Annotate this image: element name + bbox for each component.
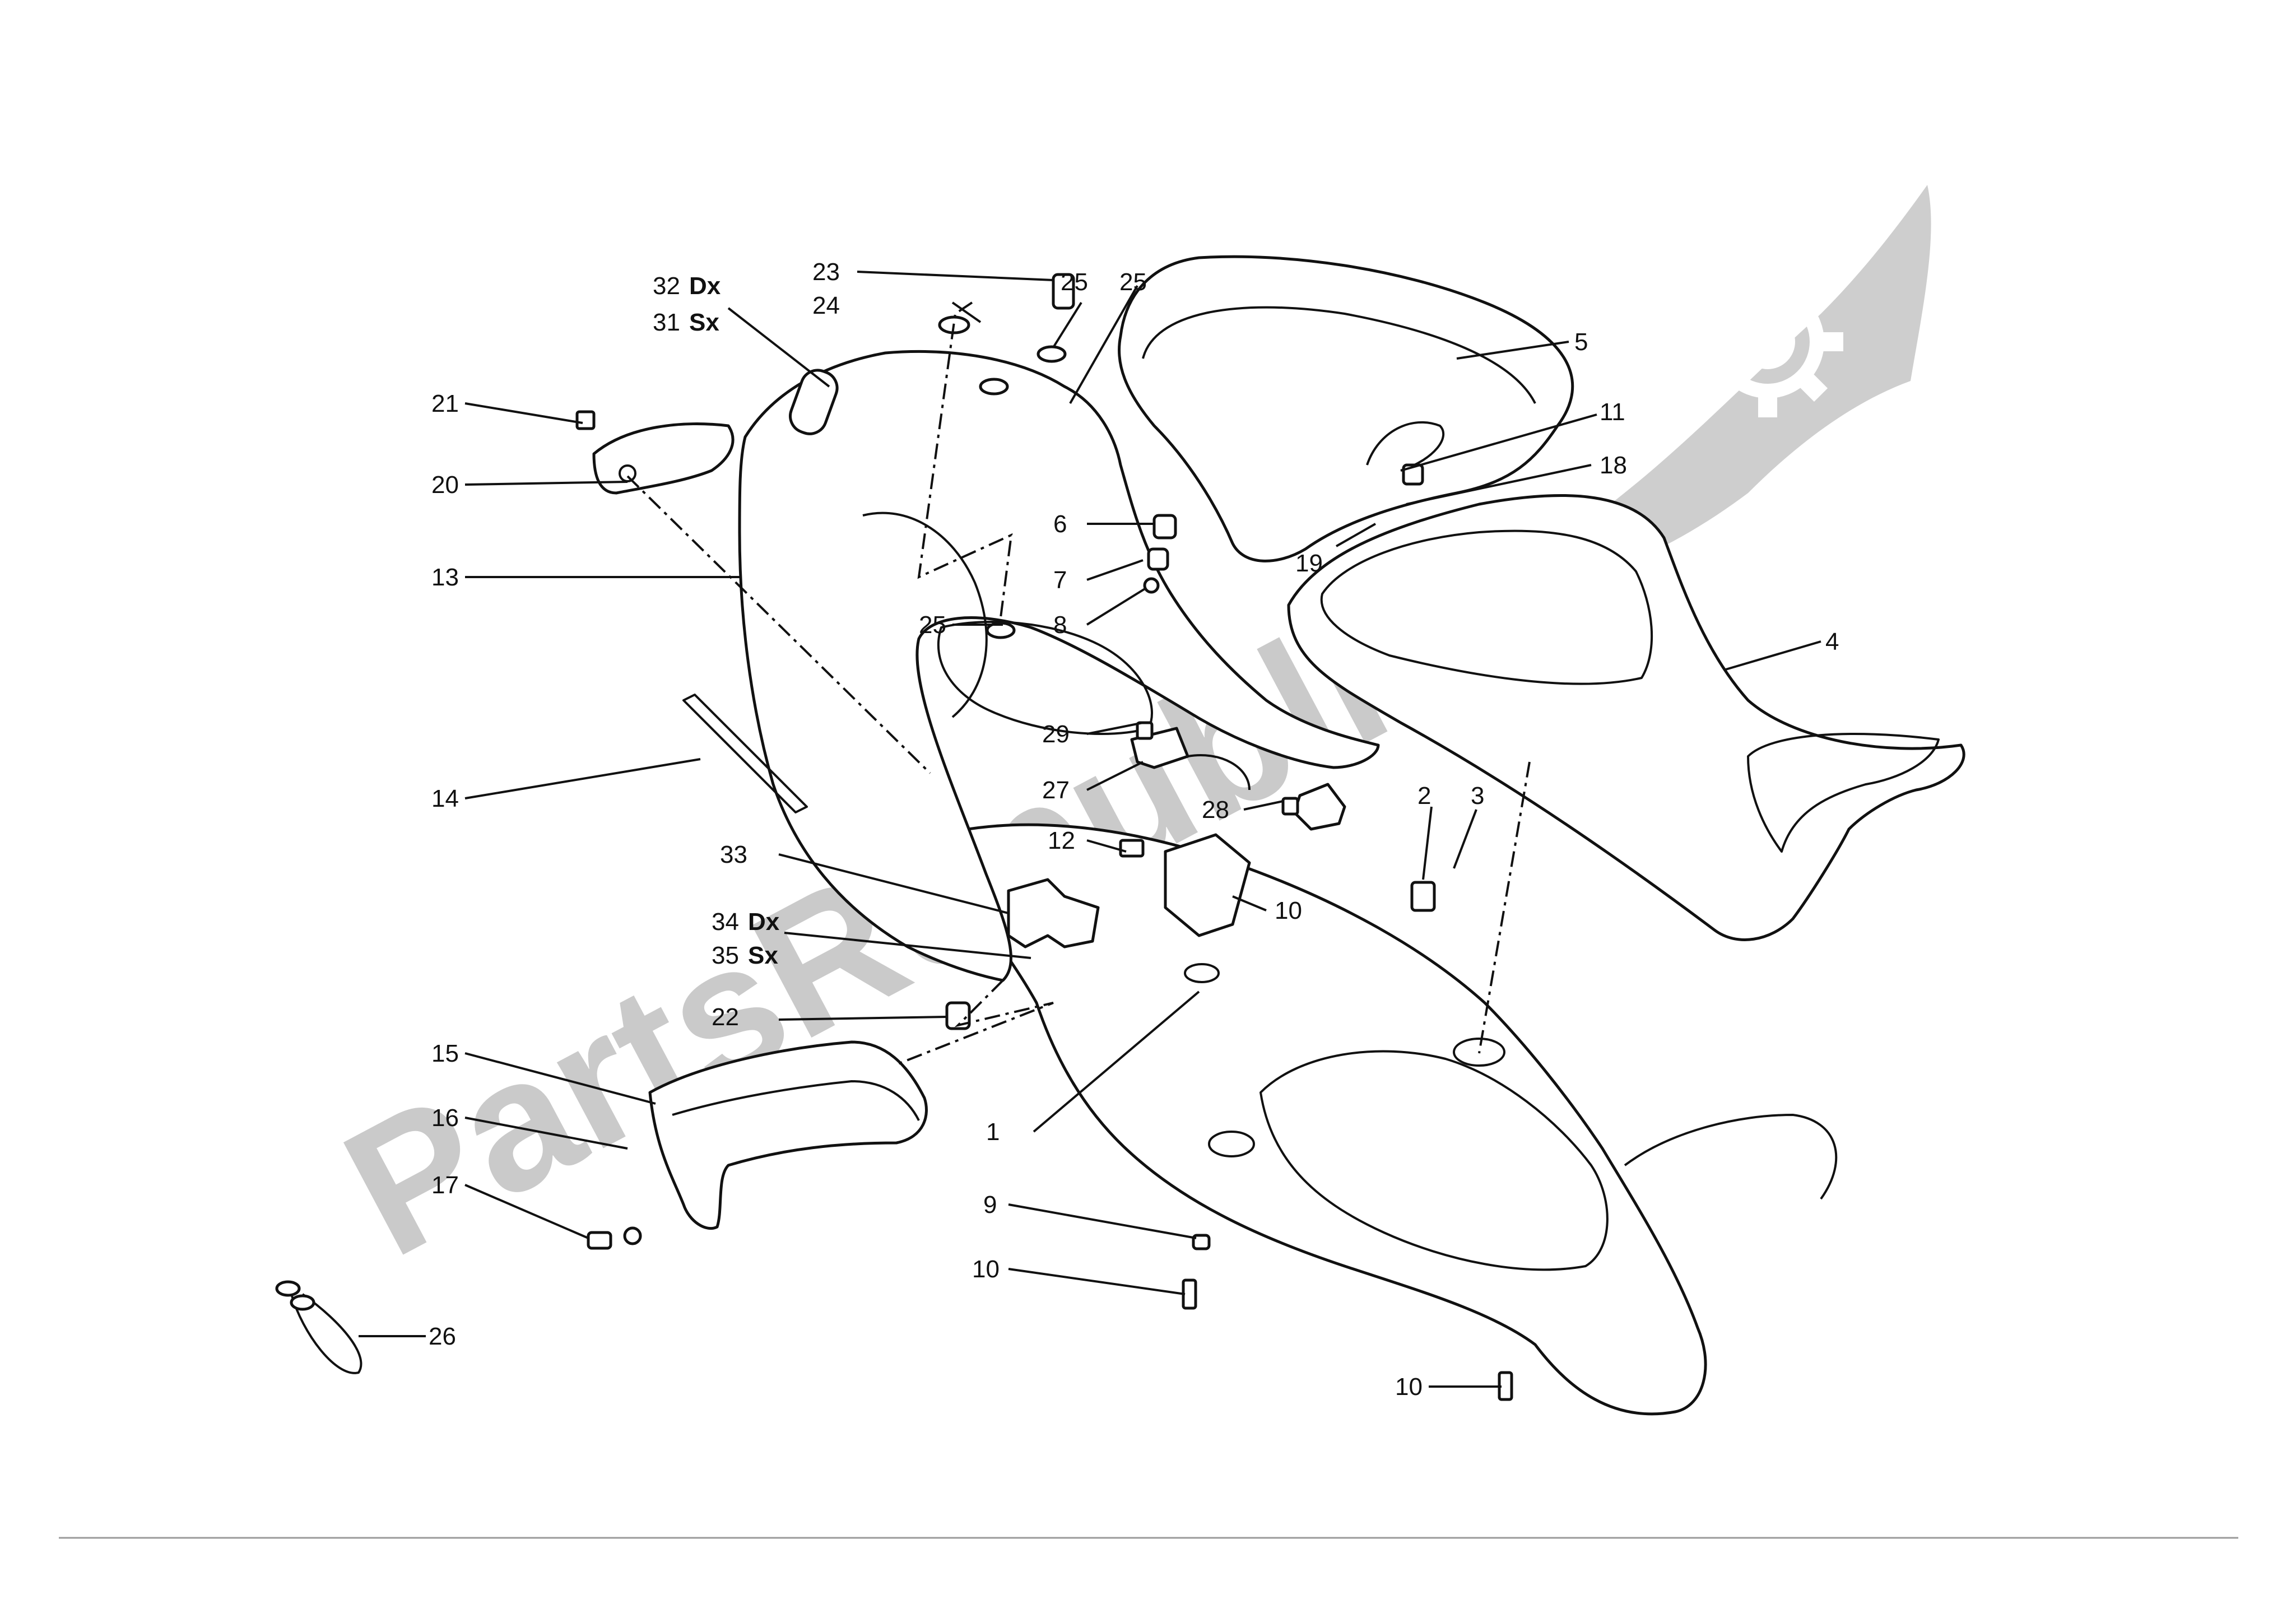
callout-14: 13 <box>431 564 459 591</box>
callout-25: 24 <box>812 292 840 319</box>
hardware <box>575 273 1513 1401</box>
callout-9: 9 <box>983 1191 997 1219</box>
callout-15: 14 <box>431 785 459 812</box>
callout-17: 16 <box>431 1104 459 1132</box>
callout-26: 25 <box>1119 268 1147 296</box>
passenger-seat <box>1118 255 1574 562</box>
seat-latch <box>1164 833 1251 937</box>
callout-1: 1 <box>986 1118 1000 1146</box>
helmet-cable <box>290 1293 362 1374</box>
callout-25: 25 <box>1061 268 1088 296</box>
callout-10: 10 <box>972 1255 1000 1283</box>
callout-23: 22 <box>712 1003 739 1031</box>
gear-icon <box>1692 266 1843 417</box>
callout-6: 6 <box>1053 510 1067 538</box>
callout-32-suffix: Dx <box>689 272 721 300</box>
callout-25: 25 <box>919 611 946 639</box>
callout-19: 18 <box>1600 452 1627 479</box>
callout-34-suffix: Dx <box>748 908 780 936</box>
leader-lines <box>359 271 1821 1388</box>
callout-8: 8 <box>1053 611 1067 639</box>
bracket-33 <box>1007 878 1100 948</box>
callout-28: 27 <box>1042 776 1070 804</box>
callout-18: 17 <box>431 1171 459 1199</box>
callout-35: 35 <box>712 942 739 969</box>
callout-33: 33 <box>720 841 747 868</box>
callout-27: 26 <box>429 1323 456 1350</box>
callout-11: 11 <box>1600 398 1625 426</box>
callout-7: 7 <box>1053 566 1067 594</box>
callout-3: 3 <box>1471 782 1484 810</box>
watermark-flag-shape <box>1468 185 1931 594</box>
callout-10: 10 <box>1395 1373 1423 1401</box>
callout-2: 2 <box>1417 782 1431 810</box>
callout-31: 31 <box>653 309 680 336</box>
callout-30: 29 <box>1042 720 1070 748</box>
callout-21: 20 <box>431 471 459 499</box>
callout-31-suffix: Sx <box>689 309 719 336</box>
callout-4: 4 <box>1825 628 1839 655</box>
rear-bracket <box>592 422 735 495</box>
callout-16: 15 <box>431 1040 459 1067</box>
callout-12: 10 <box>1275 897 1302 924</box>
callout-22: 21 <box>431 390 459 417</box>
callout-24: 23 <box>812 258 840 286</box>
side-cover <box>648 1040 928 1230</box>
callout-32: 32 <box>653 272 680 300</box>
warning-sticker <box>682 694 808 813</box>
part-drawings <box>275 255 1965 1416</box>
grab-handle <box>789 369 839 435</box>
callout-34: 34 <box>712 908 739 936</box>
callout-35-suffix: Sx <box>748 942 778 969</box>
tail-bodywork <box>738 350 1380 982</box>
callout-13: 12 <box>1048 827 1075 854</box>
callout-20: 19 <box>1295 550 1323 577</box>
callout-5: 5 <box>1574 328 1588 356</box>
callout-labels: 23 25 24 25 32 Dx 31 Sx 21 20 13 14 5 11… <box>429 258 1839 1401</box>
rider-seat <box>1287 494 1965 941</box>
callout-29: 28 <box>1202 796 1229 824</box>
